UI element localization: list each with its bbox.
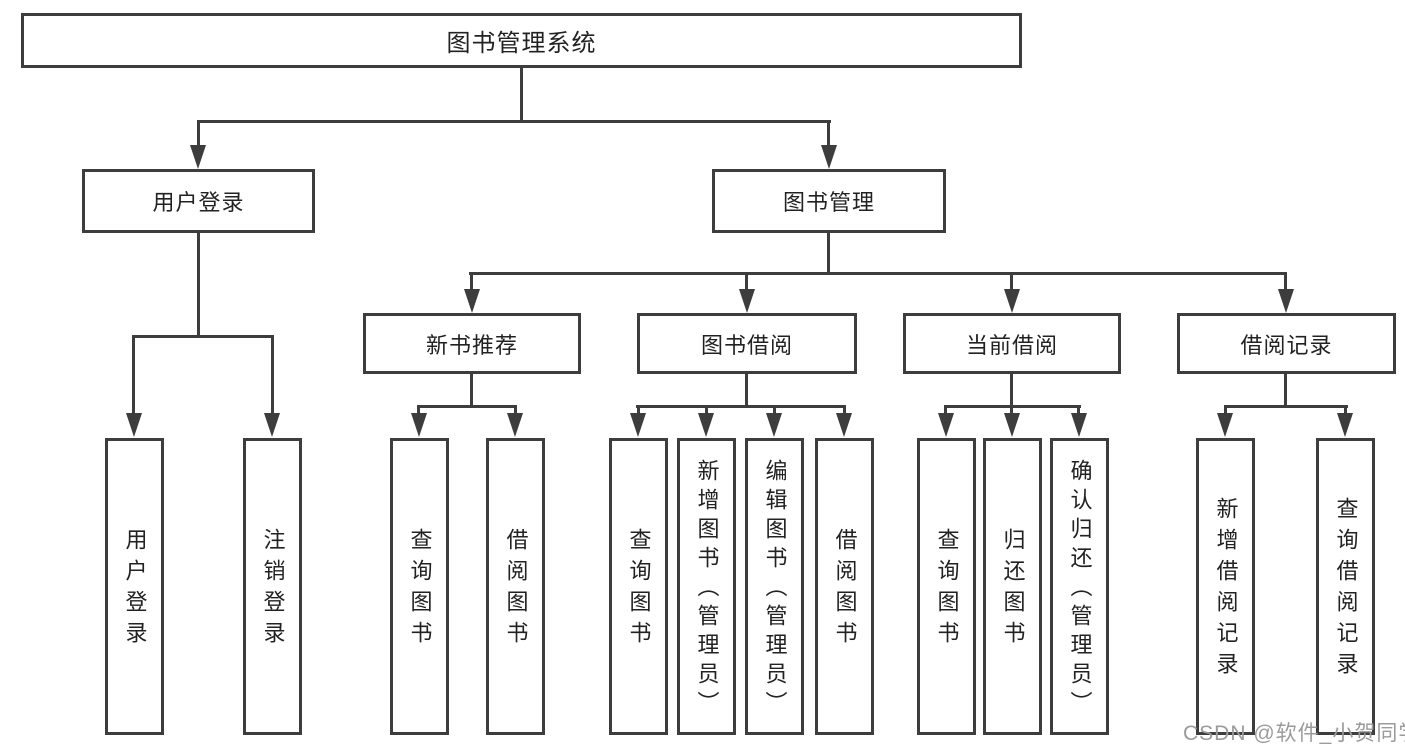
connector-root-drop-left: [197, 120, 200, 147]
arrow-down-icon: [1004, 289, 1020, 313]
arrow-down-icon: [698, 413, 714, 437]
connector-record-rail: [1224, 405, 1348, 408]
node-root: 图书管理系统: [21, 13, 1022, 68]
connector-current-drop-3: [1077, 405, 1080, 415]
leaf-confirm-return-admin-label: 确认归还（管理员）: [1067, 459, 1093, 720]
connector-current-stem: [1010, 374, 1013, 408]
leaf-current-query-book-label: 查询图书: [934, 527, 960, 652]
leaf-recommend-query-book-label: 查询图书: [407, 527, 433, 652]
arrow-down-icon: [1004, 413, 1020, 437]
watermark-text: CSDN @软件_小贺同学: [1183, 722, 1405, 745]
connector-root-drop-right: [827, 120, 830, 147]
leaf-user-login-label: 用户登录: [122, 527, 148, 652]
leaf-logout: 注销登录: [243, 438, 302, 735]
leaf-edit-book-admin: 编辑图书（管理员）: [745, 438, 804, 735]
connector-current-drop-1: [944, 405, 947, 415]
arrow-down-icon: [821, 145, 837, 169]
connector-userlogin-drop-1: [132, 335, 135, 413]
connector-borrow-drop-2: [705, 405, 708, 415]
node-user-login-label: 用户登录: [152, 190, 245, 215]
node-current-borrow-label: 当前借阅: [965, 332, 1058, 358]
connector-borrow-drop-1: [637, 405, 640, 415]
leaf-current-query-book: 查询图书: [917, 438, 976, 735]
node-book-management-label: 图书管理: [782, 190, 875, 215]
leaf-add-book-admin: 新增图书（管理员）: [677, 438, 736, 735]
leaf-borrow-book: 借阅图书: [815, 438, 874, 735]
connector-recommend-drop-2: [514, 405, 517, 415]
leaf-query-borrow-record-label: 查询借阅记录: [1333, 496, 1359, 683]
leaf-borrow-query-book-label: 查询图书: [626, 527, 652, 652]
node-book-borrow: 图书借阅: [637, 313, 857, 374]
arrow-down-icon: [1217, 413, 1233, 437]
arrow-down-icon: [938, 413, 954, 437]
arrow-down-icon: [1071, 413, 1087, 437]
connector-bookmgmt-drop-3: [1010, 272, 1013, 289]
leaf-edit-book-admin-label: 编辑图书（管理员）: [762, 459, 788, 720]
node-book-management: 图书管理: [712, 169, 946, 233]
arrow-down-icon: [836, 413, 852, 437]
connector-userlogin-drop-2: [271, 335, 274, 413]
connector-recommend-rail: [417, 405, 517, 408]
connector-bookmgmt-rail: [469, 272, 1287, 275]
arrow-down-icon: [1278, 289, 1294, 313]
leaf-borrow-book-label: 借阅图书: [832, 527, 858, 652]
connector-borrow-rail: [636, 405, 846, 408]
connector-userlogin-stem: [197, 233, 200, 337]
arrow-down-icon: [126, 413, 142, 437]
node-new-book-recommend-label: 新书推荐: [425, 332, 518, 358]
leaf-recommend-borrow-book-label: 借阅图书: [503, 527, 529, 652]
connector-record-stem: [1284, 374, 1287, 408]
connector-current-drop-2: [1010, 405, 1013, 415]
leaf-add-book-admin-label: 新增图书（管理员）: [694, 459, 720, 720]
leaf-return-book: 归还图书: [983, 438, 1042, 735]
connector-record-drop-2: [1344, 405, 1347, 415]
node-root-label: 图书管理系统: [446, 30, 597, 57]
arrow-down-icon: [264, 413, 280, 437]
leaf-add-borrow-record-label: 新增借阅记录: [1213, 496, 1239, 683]
connector-bookmgmt-drop-2: [745, 272, 748, 289]
connector-userlogin-rail: [132, 335, 274, 338]
arrow-down-icon: [739, 289, 755, 313]
leaf-query-borrow-record: 查询借阅记录: [1316, 438, 1375, 735]
connector-borrow-drop-4: [843, 405, 846, 415]
connector-recommend-stem: [470, 374, 473, 408]
connector-recommend-drop-1: [417, 405, 420, 415]
arrow-down-icon: [411, 413, 427, 437]
leaf-recommend-query-book: 查询图书: [390, 438, 449, 735]
arrow-down-icon: [766, 413, 782, 437]
connector-borrow-drop-3: [773, 405, 776, 415]
connector-record-drop-1: [1224, 405, 1227, 415]
connector-borrow-stem: [745, 374, 748, 408]
leaf-add-borrow-record: 新增借阅记录: [1196, 438, 1255, 735]
connector-bookmgmt-drop-1: [470, 272, 473, 289]
leaf-confirm-return-admin: 确认归还（管理员）: [1050, 438, 1109, 735]
arrow-down-icon: [464, 289, 480, 313]
leaf-logout-label: 注销登录: [260, 527, 286, 652]
node-user-login: 用户登录: [82, 169, 315, 233]
arrow-down-icon: [190, 145, 206, 169]
connector-root-rail: [197, 120, 831, 123]
node-book-borrow-label: 图书借阅: [700, 332, 793, 358]
leaf-borrow-query-book: 查询图书: [609, 438, 668, 735]
connector-root-stem: [520, 68, 523, 123]
node-borrow-record-label: 借阅记录: [1240, 332, 1333, 358]
arrow-down-icon: [1337, 413, 1353, 437]
connector-bookmgmt-stem: [827, 233, 830, 275]
node-current-borrow: 当前借阅: [903, 313, 1121, 374]
arrow-down-icon: [507, 413, 523, 437]
arrow-down-icon: [630, 413, 646, 437]
leaf-user-login: 用户登录: [105, 438, 164, 735]
connector-bookmgmt-drop-4: [1284, 272, 1287, 289]
node-borrow-record: 借阅记录: [1177, 313, 1396, 374]
leaf-return-book-label: 归还图书: [1000, 527, 1026, 652]
leaf-recommend-borrow-book: 借阅图书: [486, 438, 545, 735]
node-new-book-recommend: 新书推荐: [363, 313, 581, 374]
